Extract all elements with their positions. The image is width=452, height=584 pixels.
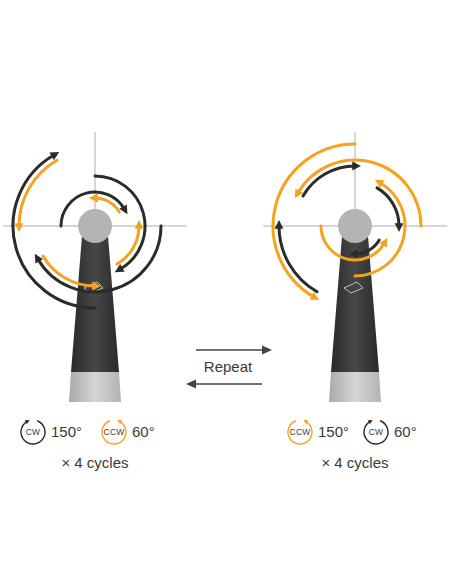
handpiece-collar [329,372,381,402]
direction-label: CW [26,427,41,437]
icon-arc [102,421,126,444]
icon-arrowhead [303,420,308,424]
rotation-arc [321,226,384,260]
handpiece-left [3,132,187,402]
rotation-icon: CW [18,417,48,447]
angle-value: 150° [318,423,349,440]
handpiece-right [263,132,447,402]
rotation-arc [13,155,95,308]
cycle-count: × 4 cycles [61,454,128,471]
rotation-arc [355,240,379,254]
rotation-icon: CW [361,417,391,447]
rotation-arc [43,256,95,286]
icon-arc [364,421,388,444]
direction-label: CCW [290,427,311,437]
cycle-count: × 4 cycles [321,454,388,471]
rotation-icon: CCW [285,417,315,447]
rotation-arc [298,160,421,226]
icon-arc [21,421,45,444]
arrow-head [262,346,272,355]
angle-value: 60° [394,423,417,440]
handpiece-collar [69,372,121,402]
rotation-arrowhead [275,220,284,229]
rotation-arrowhead [15,223,24,232]
rotation-arc [273,144,355,297]
rotation-arc [303,166,355,196]
rotation-arc [38,226,161,292]
handpiece-shaft [71,236,119,372]
rotation-arrowhead [349,250,358,259]
repeat-arrows [186,346,272,389]
handpiece-head [338,209,372,243]
angle-value: 150° [51,423,82,440]
rotation-arrowhead [92,282,101,291]
handpiece-head [78,209,112,243]
repeat-label: Repeat [204,358,252,375]
icon-arc [288,421,312,444]
rotation-arrowhead [135,220,144,229]
direction-label: CW [369,427,384,437]
rotation-arc [95,176,145,269]
arrow-head [186,380,196,389]
rotation-arc [377,188,399,226]
direction-label: CCW [104,427,125,437]
rotation-icon: CCW [99,417,129,447]
angle-value: 60° [132,423,155,440]
arrow-line [194,383,262,385]
icon-arrowhead [368,420,373,424]
icon-arrowhead [117,420,122,424]
rotation-arc [95,198,119,212]
rotation-arrowhead [352,162,361,171]
rotation-arc [279,226,317,292]
rotation-arc [19,160,57,226]
arrow-line [196,349,264,351]
file-notch [344,282,363,293]
icon-arrowhead [25,420,30,424]
rotation-arrowhead [89,194,98,203]
rotation-arrowhead [395,223,404,232]
rotation-arc [355,183,405,276]
rotation-arc [117,226,139,264]
rotation-arc [61,192,124,226]
